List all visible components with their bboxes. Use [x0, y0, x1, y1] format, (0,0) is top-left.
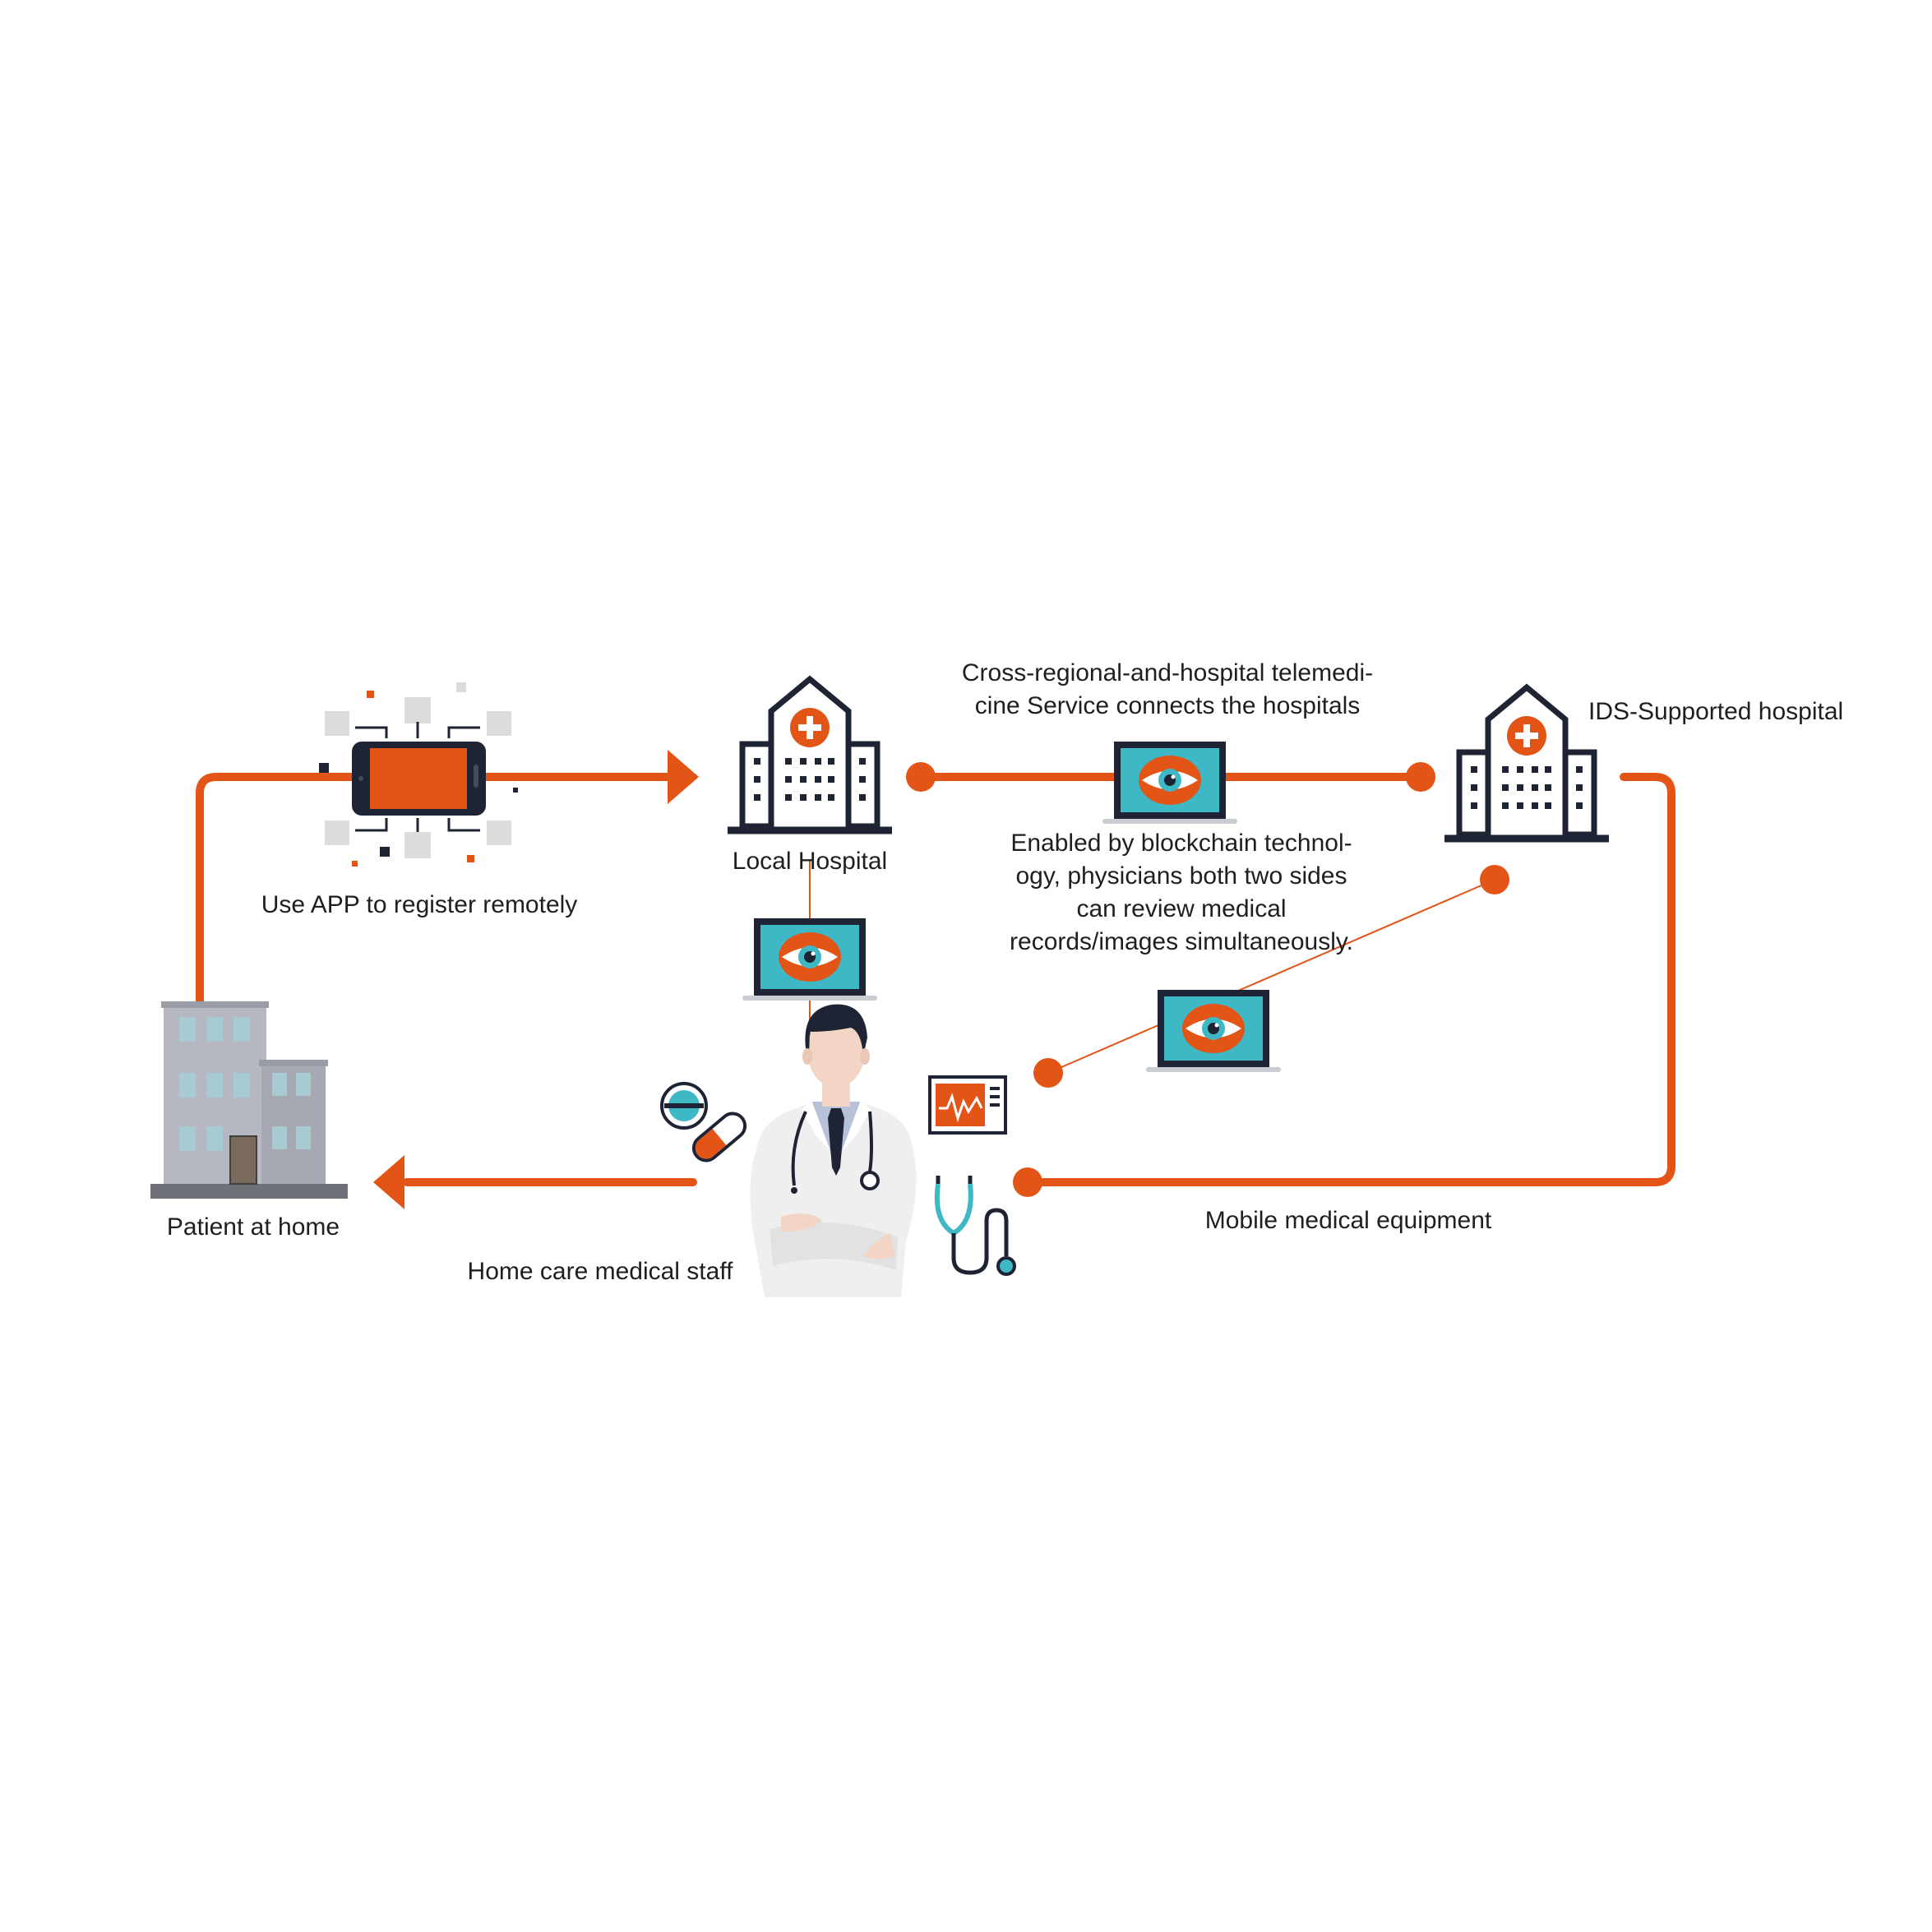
ecg-monitor-icon [928, 1075, 1007, 1135]
ids-hospital-label: IDS-Supported hospital [1588, 698, 1843, 725]
node-dot-ids-lower [1480, 865, 1509, 894]
flow-ids-to-mobile [1024, 773, 1675, 1186]
thin-link-ids-to-mobile [1047, 879, 1495, 1074]
node-dot-ids-hospital [1406, 762, 1435, 792]
laptop-eye-icon-ids [1146, 990, 1281, 1072]
stethoscope-icon [934, 1176, 1016, 1276]
arrow-head-left [373, 1155, 404, 1209]
arrow-head-right [668, 750, 699, 804]
laptop-eye-icon-telemedicine [1102, 742, 1237, 824]
mobile-equipment-label: Mobile medical equipment [1205, 1207, 1492, 1234]
smartphone-icon [319, 682, 518, 867]
home-care-staff-label: Home care medical staff [468, 1258, 734, 1285]
app-register-label: Use APP to register remotely [261, 891, 578, 918]
blockchain-label-line1: Enabled by blockchain technol- [1010, 830, 1352, 857]
local-hospital-icon [728, 675, 892, 834]
local-hospital-label: Local Hospital [733, 848, 887, 875]
ids-hospital-icon [1444, 683, 1609, 843]
telemedicine-label-line2: cine Service connects the hospitals [975, 692, 1361, 719]
doctor-icon [750, 1004, 917, 1297]
telemedicine-label-line1: Cross-regional-and-hospital telemedi- [962, 659, 1373, 686]
node-dot-equipment-link [1033, 1058, 1063, 1088]
node-dot-local-hospital [906, 762, 936, 792]
flow-home-to-app [196, 773, 358, 1009]
laptop-eye-icon-local [742, 918, 877, 1001]
patient-home-label: Patient at home [167, 1213, 340, 1241]
pills-icon [660, 1082, 747, 1162]
blockchain-label-line3: can review medical [1076, 895, 1286, 922]
apartment-building-icon [150, 1001, 348, 1199]
node-dot-mobile-equipment [1013, 1167, 1042, 1197]
blockchain-label-line4: records/images simultaneously. [1010, 928, 1353, 955]
blockchain-label-line2: ogy, physicians both two sides [1016, 862, 1347, 890]
